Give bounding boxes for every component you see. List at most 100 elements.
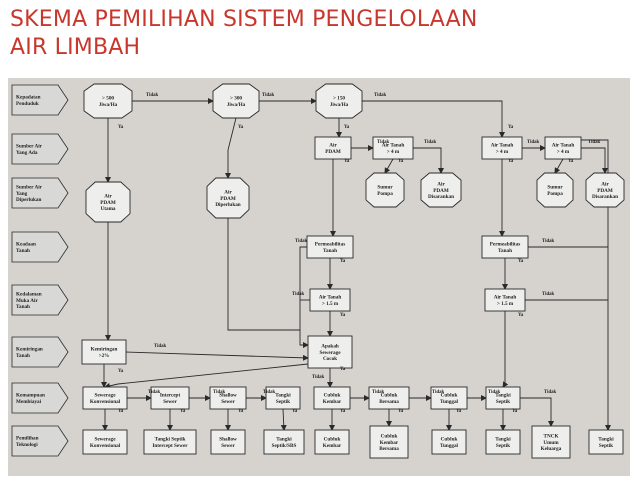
node-label-line: >2%: [99, 353, 110, 359]
box-shape: [368, 386, 410, 410]
node-label-line: Sewer: [221, 443, 235, 449]
node-label-line: Konvensional: [90, 399, 121, 405]
octagon-shape: [585, 172, 625, 208]
node-label-line: Jiwa/Ha: [99, 102, 118, 108]
connector-22: [581, 139, 611, 431]
box-shape: [209, 386, 247, 410]
octagon-shape: [206, 177, 250, 219]
tidak-label-19: Tidak: [544, 390, 557, 395]
ya-label-17: Ya: [340, 409, 346, 414]
node-label-line: Jiwa/Ha: [227, 102, 246, 108]
node-label-line: Tangki: [495, 437, 511, 443]
octagon-shape: [365, 172, 405, 208]
tidak-label-6: Tidak: [588, 140, 601, 145]
node-label-line: Cubluk: [324, 393, 341, 399]
node-label-line: Disarankan: [428, 194, 454, 200]
ya-label-0: Ya: [118, 125, 124, 130]
node-label-line: Tangki: [495, 393, 511, 399]
box-shape: [143, 429, 197, 455]
ya-label-18: Ya: [398, 409, 404, 414]
criterion-arrow-shape: [11, 284, 69, 316]
node-label-line: Intercept: [160, 393, 181, 399]
node-label-line: Air: [104, 193, 112, 199]
box-shape: [82, 429, 128, 455]
box-shape: [481, 235, 529, 259]
criterion-arrow-shape: [11, 425, 69, 457]
node-air-tanah-15-a: Air Tanah> 1.5 m: [309, 288, 351, 312]
node-label-line: Bersama: [379, 399, 399, 405]
box-shape: [309, 288, 351, 312]
box-shape: [150, 386, 190, 410]
node-label-line: Septik: [496, 443, 510, 449]
ya-label-11: Ya: [518, 313, 524, 318]
node-label-line: Bersama: [379, 446, 399, 452]
node-label-line: Cocok: [323, 356, 337, 362]
node-label-line: Tangki: [276, 437, 292, 443]
node-label-line: Cubluk: [441, 437, 458, 443]
connector-2: [362, 100, 505, 138]
node-label-line: Shallow: [219, 393, 237, 399]
node-label-line: Disarankan: [592, 194, 618, 200]
box-shape: [307, 335, 353, 369]
node-label-line: Sewerage: [94, 437, 116, 443]
node-label-line: Kembar: [323, 399, 342, 405]
ya-label-5: Ya: [508, 125, 514, 130]
octagon-shape: [315, 83, 363, 119]
node-label-line: Air: [329, 143, 337, 149]
tidak-label-7: Tidak: [295, 239, 308, 244]
ya-label-2: Ya: [344, 125, 350, 130]
node-label-line: Tunggal: [440, 443, 459, 449]
node-label-line: > 500: [102, 96, 114, 102]
node-air-tanah-15-b: Air Tanah> 1.5 m: [484, 288, 526, 312]
criterion-arrow-shape: [11, 336, 69, 368]
ya-label-8: Ya: [340, 259, 346, 264]
node-label-line: Cubluk: [441, 393, 458, 399]
tidak-label-13: Tidak: [148, 390, 161, 395]
node-label-line: Kemiringan: [91, 347, 118, 353]
criterion-label-line: Membiayai: [16, 399, 42, 405]
box-shape: [481, 136, 523, 160]
node-label-line: Air: [601, 181, 609, 187]
node-label-line: Tunggal: [440, 399, 459, 405]
node-label-line: Sumur: [547, 185, 563, 191]
criterion-label-line: Penduduk: [16, 101, 39, 107]
box-shape: [484, 288, 526, 312]
node-label-line: Air Tanah: [382, 143, 405, 149]
node-label-line: Tangki: [275, 393, 291, 399]
octagon-shape: [212, 83, 260, 119]
node-label-line: Shallow: [219, 437, 237, 443]
box-shape: [81, 339, 127, 365]
connector-18: [299, 246, 309, 348]
node-label-line: Pompa: [547, 191, 563, 197]
node-label-line: > 150: [333, 96, 345, 102]
node-label-line: > 4 m: [557, 149, 570, 155]
ya-label-10: Ya: [340, 313, 346, 318]
node-label-line: Air: [437, 181, 445, 187]
criterion-label-line: Kepadatan: [16, 95, 41, 101]
node-label-line: PDAM: [597, 188, 613, 194]
tidak-label-15: Tidak: [263, 390, 276, 395]
tidak-label-10: Tidak: [542, 292, 555, 297]
tidak-label-16: Tidak: [372, 390, 385, 395]
node-label-line: PDAM: [325, 149, 341, 155]
connector-4: [225, 117, 237, 179]
